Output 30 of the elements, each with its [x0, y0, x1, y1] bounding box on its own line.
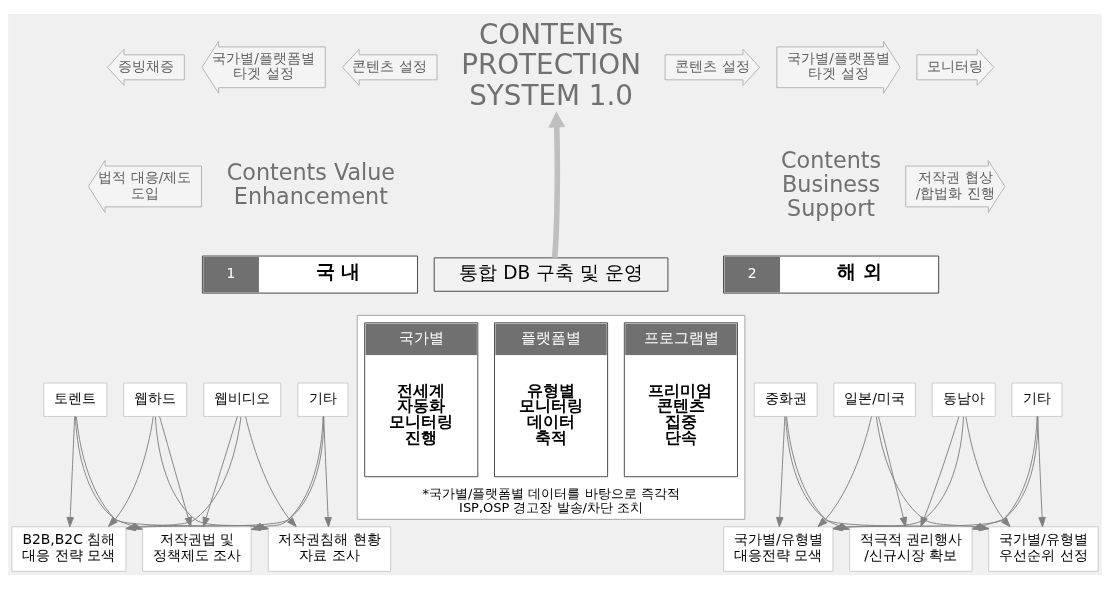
label: Contents Business Support — [781, 147, 882, 222]
arrow — [154, 416, 269, 531]
node-box: 토렌트 — [43, 382, 108, 417]
arrow — [965, 416, 1011, 528]
label: Contents Value Enhancement — [226, 159, 396, 210]
node-box: 저작권침해 현황 자료 조사 — [267, 526, 392, 572]
node-box: 기타 — [297, 382, 349, 417]
node-box: 국가별/유형별 대응전략 모색 — [723, 526, 834, 572]
node-box: 적극적 권리행사 /신규시장 확보 — [849, 526, 973, 572]
arrow — [548, 111, 566, 258]
arrow — [776, 416, 786, 528]
node-box: 동남아 — [931, 382, 996, 417]
node-box: B2B,B2C 침해 대응 전략 모색 — [11, 526, 127, 572]
node-box: 기타 — [1011, 382, 1063, 417]
node-box: 웹하드 — [123, 382, 188, 417]
arrow — [108, 416, 154, 527]
arrow — [250, 416, 324, 531]
arrow — [202, 416, 238, 528]
node-text: CONTENTs PROTECTION SYSTEM 1.0 — [461, 17, 641, 112]
node-box: 웹비디오 — [203, 382, 282, 417]
node-box: 통합 DB 구축 및 운영 — [433, 257, 669, 292]
node-box: 중화권 — [753, 382, 818, 417]
arrow — [878, 416, 907, 528]
arrow — [245, 416, 297, 528]
node-box: 저작권법 및 정책제도 조사 — [142, 526, 252, 572]
arrow — [66, 416, 76, 528]
node-box: 국가별/유형별 우선순위 선정 — [988, 526, 1099, 572]
node-box: 일본/미국 — [833, 382, 916, 417]
arrow — [159, 416, 192, 528]
arrow — [920, 416, 960, 527]
